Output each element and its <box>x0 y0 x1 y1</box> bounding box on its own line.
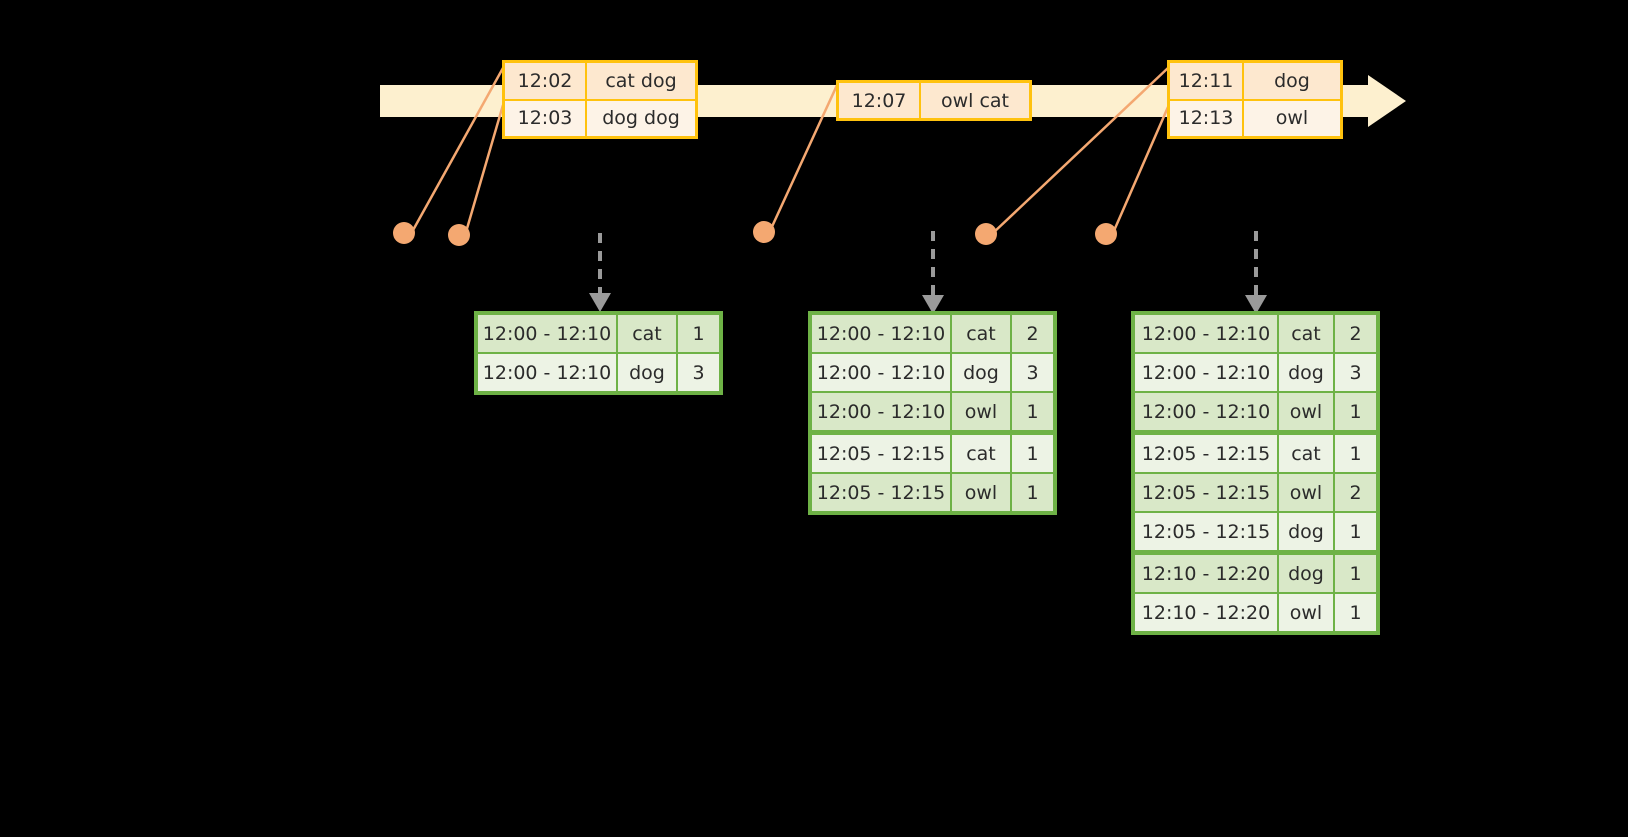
cell-count: 2 <box>1012 315 1053 352</box>
cell-word: owl <box>952 393 1012 430</box>
cell-count: 3 <box>1012 354 1053 391</box>
event-row: 12:11 dog <box>1170 63 1340 99</box>
table-row: 12:00 - 12:10 cat 2 <box>812 315 1053 352</box>
table-row: 12:00 - 12:10 cat 2 <box>1135 315 1376 352</box>
result-table-2: 12:00 - 12:10 cat 2 12:00 - 12:10 dog 3 … <box>808 311 1057 515</box>
cell-window: 12:10 - 12:20 <box>1135 594 1279 631</box>
cell-count: 1 <box>1335 393 1376 430</box>
cell-count: 1 <box>1335 513 1376 550</box>
cell-word: dog <box>952 354 1012 391</box>
table-row: 12:05 - 12:15 cat 1 <box>812 430 1053 472</box>
event-stream-arrowhead <box>1368 75 1406 127</box>
cell-word: cat <box>1279 315 1335 352</box>
cell-word: dog <box>1279 513 1335 550</box>
event-words: owl cat <box>921 83 1029 118</box>
cell-count: 1 <box>1012 474 1053 511</box>
event-dot-1 <box>393 222 415 244</box>
event-time: 12:03 <box>505 100 587 136</box>
event-row: 12:03 dog dog <box>505 98 695 136</box>
table-row: 12:00 - 12:10 dog 3 <box>478 352 719 391</box>
cell-word: dog <box>1279 354 1335 391</box>
cell-window: 12:05 - 12:15 <box>812 435 952 472</box>
cell-count: 1 <box>1335 435 1376 472</box>
cell-window: 12:05 - 12:15 <box>1135 435 1279 472</box>
table-row: 12:00 - 12:10 cat 1 <box>478 315 719 352</box>
event-group-1: 12:02 cat dog 12:03 dog dog <box>502 60 698 139</box>
cell-count: 1 <box>1012 393 1053 430</box>
result-table-1: 12:00 - 12:10 cat 1 12:00 - 12:10 dog 3 <box>474 311 723 395</box>
cell-window: 12:10 - 12:20 <box>1135 555 1279 592</box>
table-row: 12:05 - 12:15 owl 1 <box>812 472 1053 511</box>
table-row: 12:00 - 12:10 owl 1 <box>1135 391 1376 430</box>
event-dot-4 <box>975 223 997 245</box>
event-dot-3 <box>753 221 775 243</box>
cell-window: 12:00 - 12:10 <box>812 393 952 430</box>
cell-word: cat <box>618 315 678 352</box>
cell-count: 3 <box>1335 354 1376 391</box>
event-time: 12:13 <box>1170 100 1244 136</box>
event-group-3: 12:11 dog 12:13 owl <box>1167 60 1343 139</box>
cell-window: 12:00 - 12:10 <box>1135 315 1279 352</box>
cell-count: 1 <box>1012 435 1053 472</box>
event-words: dog dog <box>587 100 695 136</box>
event-row: 12:07 owl cat <box>839 83 1029 118</box>
cell-window: 12:00 - 12:10 <box>478 315 618 352</box>
cell-window: 12:00 - 12:10 <box>812 354 952 391</box>
table-row: 12:10 - 12:20 dog 1 <box>1135 550 1376 592</box>
event-dot-2 <box>448 224 470 246</box>
result-table-3: 12:00 - 12:10 cat 2 12:00 - 12:10 dog 3 … <box>1131 311 1380 635</box>
cell-window: 12:00 - 12:10 <box>812 315 952 352</box>
cell-count: 3 <box>678 354 719 391</box>
cell-word: dog <box>618 354 678 391</box>
cell-count: 1 <box>1335 555 1376 592</box>
cell-word: cat <box>1279 435 1335 472</box>
cell-window: 12:05 - 12:15 <box>812 474 952 511</box>
event-time: 12:02 <box>505 63 587 99</box>
event-time: 12:07 <box>839 83 921 118</box>
event-row: 12:02 cat dog <box>505 63 695 99</box>
table-row: 12:05 - 12:15 owl 2 <box>1135 472 1376 511</box>
cell-count: 1 <box>678 315 719 352</box>
cell-count: 2 <box>1335 474 1376 511</box>
event-words: cat dog <box>587 63 695 99</box>
event-time: 12:11 <box>1170 63 1244 99</box>
cell-word: owl <box>1279 594 1335 631</box>
table-row: 12:05 - 12:15 dog 1 <box>1135 511 1376 550</box>
table-row: 12:00 - 12:10 dog 3 <box>812 352 1053 391</box>
event-row: 12:13 owl <box>1170 98 1340 136</box>
cell-word: owl <box>1279 474 1335 511</box>
event-group-2: 12:07 owl cat <box>836 80 1032 121</box>
cell-word: cat <box>952 435 1012 472</box>
table-row: 12:00 - 12:10 dog 3 <box>1135 352 1376 391</box>
table-row: 12:05 - 12:15 cat 1 <box>1135 430 1376 472</box>
cell-word: owl <box>1279 393 1335 430</box>
cell-window: 12:00 - 12:10 <box>1135 354 1279 391</box>
cell-word: dog <box>1279 555 1335 592</box>
event-words: owl <box>1244 100 1340 136</box>
cell-window: 12:00 - 12:10 <box>1135 393 1279 430</box>
cell-word: cat <box>952 315 1012 352</box>
cell-count: 1 <box>1335 594 1376 631</box>
cell-window: 12:05 - 12:15 <box>1135 513 1279 550</box>
event-dot-5 <box>1095 223 1117 245</box>
table-row: 12:00 - 12:10 owl 1 <box>812 391 1053 430</box>
cell-word: owl <box>952 474 1012 511</box>
cell-window: 12:05 - 12:15 <box>1135 474 1279 511</box>
cell-count: 2 <box>1335 315 1376 352</box>
event-words: dog <box>1244 63 1340 99</box>
cell-window: 12:00 - 12:10 <box>478 354 618 391</box>
table-row: 12:10 - 12:20 owl 1 <box>1135 592 1376 631</box>
